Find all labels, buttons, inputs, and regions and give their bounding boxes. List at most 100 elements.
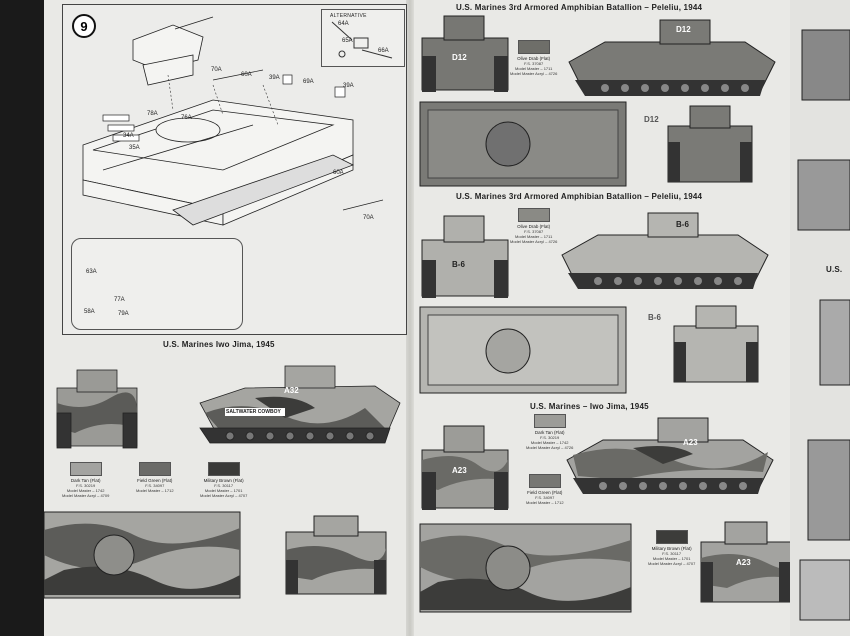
hull-number-marking: B-6 xyxy=(676,220,689,229)
swatch-code: F.S. 30117 xyxy=(662,551,682,556)
adjacent-page-drawings xyxy=(797,29,850,621)
vehicle-rear-view-a32 xyxy=(285,515,387,595)
swatch-code: F.S. 37087 xyxy=(524,229,544,234)
swatch-code: Model Master Acryl – 4726 xyxy=(526,445,574,450)
detail-inset: 63A 77A 58A 79A xyxy=(71,238,243,330)
scheme-title: U.S. Marines 3rd Armored Amphibian Batal… xyxy=(456,3,703,12)
swatch-code: Model Master Acryl – 4726 xyxy=(510,71,558,76)
part-label: 60A xyxy=(333,170,344,176)
swatch-code: F.S. 30219 xyxy=(76,483,96,488)
swatch-box xyxy=(207,462,240,476)
part-label: 35A xyxy=(129,145,140,151)
page-fold xyxy=(406,0,414,636)
swatch-code: Model Master – 1712 xyxy=(136,488,174,493)
hull-number-marking: B-6 xyxy=(452,260,465,269)
vehicle-front-view-a23 xyxy=(421,425,509,510)
part-label: 66A xyxy=(378,48,389,54)
swatch-code: Model Master – 1742 xyxy=(530,440,569,445)
vehicle-top-view-a32 xyxy=(44,511,241,599)
swatch-name: Olive Drab (Flat) xyxy=(517,56,551,61)
vehicle-top-view-a23 xyxy=(419,523,632,613)
hull-number-marking: A32 xyxy=(284,386,299,395)
swatch-box xyxy=(517,40,550,54)
color-swatch-field-green: Field Green (Flat) F.S. 34097 Model Mast… xyxy=(136,462,174,493)
swatch-code: Model Master – 1701 xyxy=(652,556,691,561)
vehicle-front-view-b6 xyxy=(421,215,509,298)
alternative-inset: ALTERNATIVE 64A 65A 66A xyxy=(321,9,405,67)
swatch-code: Model Master Acryl – 4726 xyxy=(510,239,558,244)
swatch-code: Model Master – 1742 xyxy=(66,488,105,493)
color-swatch-field-green: Field Green (Flat) F.S. 34097 Model Mast… xyxy=(526,474,564,505)
part-label: 76A xyxy=(181,115,192,121)
swatch-code: Model Master – 1711 xyxy=(515,66,553,71)
swatch-name: Military Brown (Flat) xyxy=(651,546,692,551)
color-swatch-dark-tan: Dark Tan (Flat) F.S. 30219 Model Master … xyxy=(62,462,109,498)
swatch-code: F.S. 34097 xyxy=(535,495,555,500)
color-swatch-dark-tan: Dark Tan (Flat) F.S. 30219 Model Master … xyxy=(526,414,573,450)
swatch-box xyxy=(655,530,688,544)
swatch-box xyxy=(528,474,561,488)
part-label: 69A xyxy=(303,79,314,85)
part-label: 64A xyxy=(338,21,349,27)
swatch-box xyxy=(69,462,102,476)
hull-number-marking: D12 xyxy=(676,25,691,34)
vehicle-side-view-b6 xyxy=(561,212,769,289)
part-label: 70A xyxy=(363,215,374,221)
swatch-name: Field Green (Flat) xyxy=(527,490,563,495)
swatch-code: F.S. 34097 xyxy=(145,483,165,488)
step-number: 9 xyxy=(72,14,96,38)
vehicle-rear-view-a23 xyxy=(700,521,792,603)
part-label: 39A xyxy=(343,83,354,89)
swatch-name: Military Brown (Flat) xyxy=(203,478,244,483)
swatch-code: F.S. 30219 xyxy=(540,435,560,440)
swatch-code: Model Master Acryl – 4709 xyxy=(62,493,110,498)
part-label: 58A xyxy=(84,309,95,315)
vehicle-name-marking: SALTWATER COWBOY xyxy=(226,409,281,415)
swatch-box xyxy=(517,208,550,222)
hull-number-marking: D12 xyxy=(644,115,659,124)
vehicle-top-view-b6 xyxy=(419,306,627,394)
scheme-title: U.S. Marines 3rd Armored Amphibian Batal… xyxy=(456,192,703,201)
alternative-parts-drawing xyxy=(331,21,393,59)
swatch-code: Model Master Acryl – 4707 xyxy=(648,561,696,566)
swatch-code: Model Master Acryl – 4707 xyxy=(200,493,248,498)
scheme-title: U.S. Marines – Iwo Jima, 1945 xyxy=(530,402,649,411)
color-swatch-olive-drab: Olive Drab (Flat) F.S. 37087 Model Maste… xyxy=(510,40,557,76)
assembly-step-box: 9 ALTERNATIVE 64A 65A 66A xyxy=(62,4,407,335)
color-swatch-military-brown: Military Brown (Flat) F.S. 30117 Model M… xyxy=(648,530,695,566)
part-label: 79A xyxy=(118,311,129,317)
hull-number-marking: B-6 xyxy=(648,313,661,322)
swatch-code: F.S. 30117 xyxy=(214,483,234,488)
hull-number-marking: A23 xyxy=(736,558,751,567)
hull-number-marking: A23 xyxy=(452,466,467,475)
color-swatch-olive-drab: Olive Drab (Flat) F.S. 37087 Model Maste… xyxy=(510,208,557,244)
part-label: 65A xyxy=(342,38,353,44)
color-swatch-military-brown: Military Brown (Flat) F.S. 30117 Model M… xyxy=(200,462,247,498)
part-label: 63A xyxy=(86,269,97,275)
scheme-title: U.S. Marines Iwo Jima, 1945 xyxy=(163,340,275,349)
swatch-name: Olive Drab (Flat) xyxy=(517,224,551,229)
alternative-label: ALTERNATIVE xyxy=(330,13,367,19)
swatch-box xyxy=(533,414,566,428)
vehicle-front-view-d12 xyxy=(421,15,509,92)
swatch-name: Field Green (Flat) xyxy=(137,478,173,483)
hull-number-marking: A23 xyxy=(683,438,698,447)
hull-exploded-view xyxy=(82,16,384,306)
part-label: 39A xyxy=(269,75,280,81)
part-label: 78A xyxy=(147,111,158,117)
swatch-box xyxy=(138,462,171,476)
hull-number-marking: D12 xyxy=(452,53,467,62)
vehicle-side-view-d12 xyxy=(568,19,776,96)
vehicle-side-view-a23 xyxy=(566,417,774,494)
vehicle-views-iwojima-a32 xyxy=(56,365,401,449)
swatch-code: Model Master – 1711 xyxy=(515,234,553,239)
swatch-code: Model Master – 1712 xyxy=(526,500,564,505)
part-label: 70A xyxy=(211,67,222,73)
swatch-code: F.S. 37087 xyxy=(524,61,544,66)
part-label: 77A xyxy=(114,297,125,303)
adjacent-page-heading: U.S. xyxy=(826,265,843,274)
part-label: 60A xyxy=(241,72,252,78)
vehicle-top-view-d12 xyxy=(419,101,627,187)
swatch-name: Dark Tan (Flat) xyxy=(70,478,101,483)
swatch-name: Dark Tan (Flat) xyxy=(534,430,565,435)
